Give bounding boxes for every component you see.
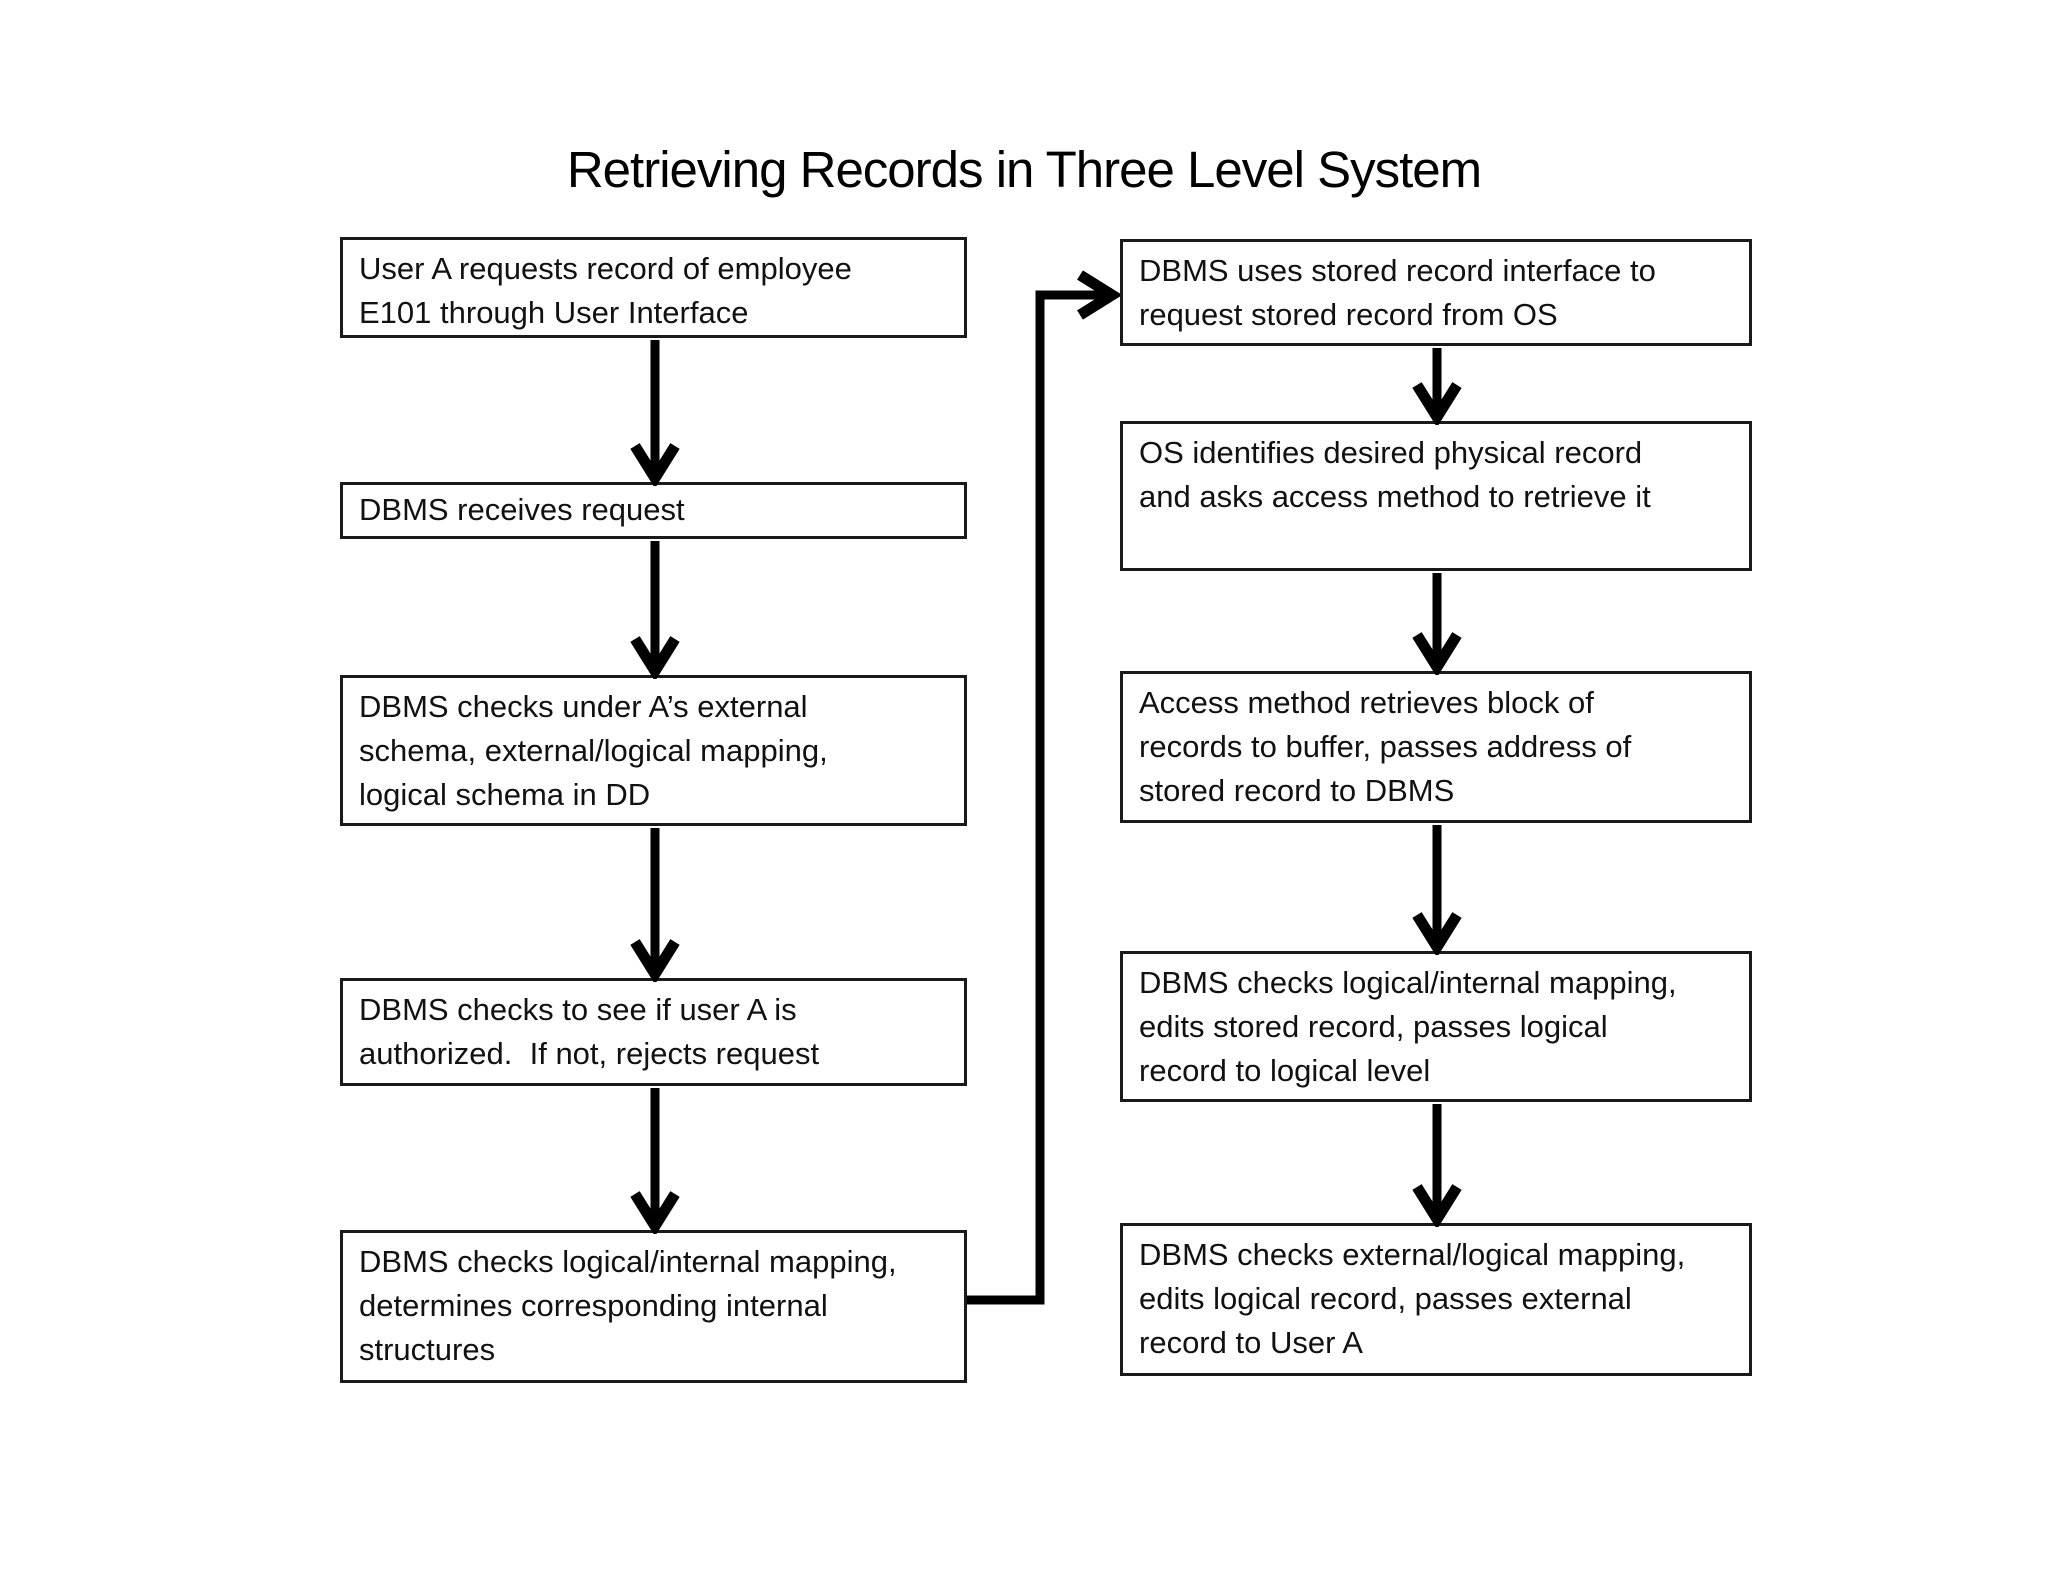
flow-box-access-method-retrieves-block: Access method retrieves block of records… [1120, 671, 1752, 823]
flow-box-dbms-checks-logical-internal-mapping: DBMS checks logical/internal mapping, de… [340, 1230, 967, 1383]
flow-box-dbms-edits-logical-record: DBMS checks external/logical mapping, ed… [1120, 1223, 1752, 1376]
page-title: Retrieving Records in Three Level System [566, 141, 1482, 198]
flow-box-os-identifies-physical-record: OS identifies desired physical record an… [1120, 421, 1752, 571]
flow-box-dbms-stored-record-interface: DBMS uses stored record interface to req… [1120, 239, 1752, 346]
flow-box-dbms-checks-external-schema: DBMS checks under A’s external schema, e… [340, 675, 967, 826]
flow-box-dbms-receives-request: DBMS receives request [340, 482, 967, 539]
flow-box-dbms-checks-authorization: DBMS checks to see if user A is authoriz… [340, 978, 967, 1086]
flow-box-user-requests-record: User A requests record of employee E101 … [340, 237, 967, 338]
connector-l5-r1-icon [967, 295, 1112, 1305]
flow-box-dbms-edits-stored-record: DBMS checks logical/internal mapping, ed… [1120, 951, 1752, 1102]
